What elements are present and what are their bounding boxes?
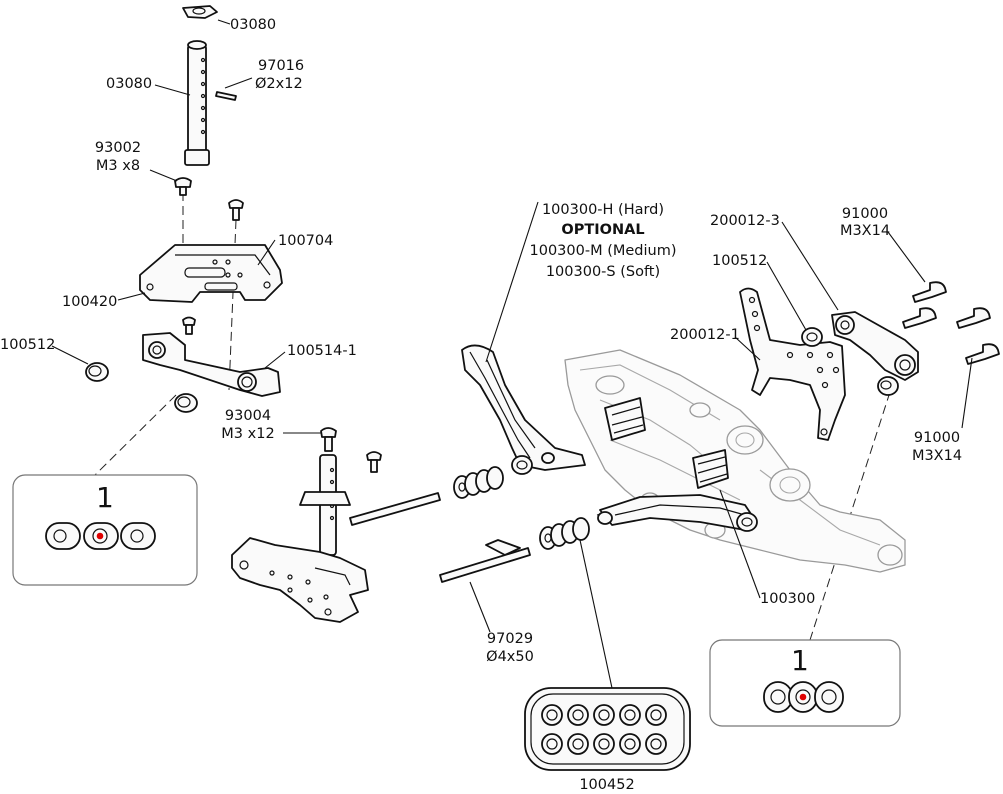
shaft-part bbox=[439, 547, 531, 583]
arm-mount-part bbox=[142, 332, 281, 397]
screw-b-part bbox=[320, 427, 337, 452]
plate-part bbox=[139, 244, 283, 303]
post-part bbox=[184, 40, 210, 166]
label-bushing-left: 100512 bbox=[0, 337, 56, 353]
lower-plate-part bbox=[231, 537, 369, 623]
highlight-dot bbox=[799, 693, 807, 701]
bushing-right-part bbox=[801, 327, 823, 347]
screw-small-part bbox=[182, 316, 196, 335]
label-top-mount: 03080 bbox=[230, 17, 277, 33]
label-screw-top-num: 91000 bbox=[841, 206, 889, 222]
label-link: 200012-3 bbox=[710, 213, 780, 229]
right-inset-box bbox=[709, 639, 901, 727]
label-pin-size: Ø2x12 bbox=[255, 76, 303, 92]
bushing-right-lower-part bbox=[877, 376, 899, 396]
leader-lines bbox=[51, 19, 973, 689]
label-bracket: 200012-1 bbox=[670, 327, 740, 343]
label-bushing-right: 100512 bbox=[712, 253, 768, 269]
chassis-ghost bbox=[564, 349, 906, 573]
label-optional: OPTIONAL bbox=[561, 222, 645, 238]
arm-upper-part bbox=[461, 344, 586, 475]
bushing-left-part bbox=[85, 362, 109, 382]
left-inset-number: 1 bbox=[96, 481, 114, 514]
rod-part bbox=[349, 492, 441, 526]
highlight-dot bbox=[96, 532, 104, 540]
screw-plate-part bbox=[228, 199, 244, 221]
top-mount-part bbox=[182, 5, 218, 19]
label-plate: 100704 bbox=[278, 233, 334, 249]
screw-a-part bbox=[174, 177, 192, 196]
pivot-block-lower bbox=[692, 449, 729, 489]
label-screw-bot-size: M3X14 bbox=[911, 448, 963, 464]
label-screw-b-size: M3 x12 bbox=[221, 426, 275, 442]
label-pin-num: 97016 bbox=[258, 58, 305, 74]
label-arm-medium: 100300-M (Medium) bbox=[529, 243, 677, 259]
clip-part bbox=[485, 539, 521, 556]
spacer-stack-upper bbox=[453, 466, 504, 499]
left-inset-box bbox=[12, 474, 198, 586]
label-holder: 100420 bbox=[62, 294, 118, 310]
bushing-lower-part bbox=[174, 393, 198, 413]
pin-part bbox=[215, 91, 237, 101]
label-screw-bot-num: 91000 bbox=[913, 430, 961, 446]
spacer-stack-lower bbox=[539, 517, 590, 550]
label-shaft-num: 97029 bbox=[486, 631, 534, 647]
label-arm-soft: 100300-S (Soft) bbox=[545, 264, 661, 280]
label-arm-mount: 100514-1 bbox=[287, 343, 357, 359]
label-screw-top-size: M3X14 bbox=[839, 223, 891, 239]
lower-post-assembly bbox=[299, 454, 351, 556]
label-screw-b-num: 93004 bbox=[224, 408, 272, 424]
right-inset-number: 1 bbox=[791, 644, 809, 677]
bracket-part bbox=[739, 287, 846, 441]
label-screw-a-size: M3 x8 bbox=[95, 158, 141, 174]
screws-91000 bbox=[902, 281, 1000, 365]
label-screw-a-num: 93002 bbox=[94, 140, 142, 156]
link-part bbox=[831, 311, 919, 381]
screw-c-part bbox=[366, 451, 382, 473]
label-arm: 100300 bbox=[760, 591, 816, 607]
pivot-block-upper bbox=[604, 397, 646, 441]
label-arm-hard: 100300-H (Hard) bbox=[541, 202, 665, 218]
arm-lower-part bbox=[597, 494, 758, 532]
label-spacer-set: 100452 bbox=[579, 777, 635, 793]
label-post: 03080 bbox=[106, 76, 153, 92]
spacer-set-part bbox=[524, 687, 691, 771]
label-shaft-size: Ø4x50 bbox=[486, 649, 534, 665]
